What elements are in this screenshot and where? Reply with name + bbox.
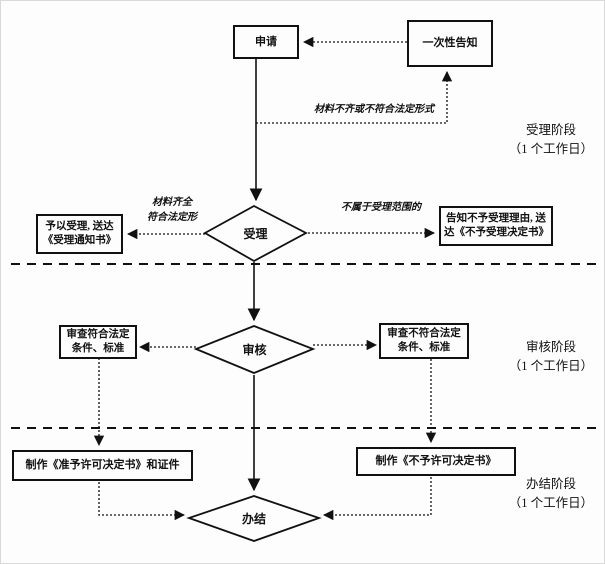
stage-label-acceptance: 受理阶段 （1 个工作日） (501, 121, 601, 159)
stage-acceptance-name: 受理阶段 (525, 123, 576, 137)
review-pass-box: 审查符合法定条件、标准 (59, 325, 137, 359)
stage-completion-duration: （1 个工作日） (508, 495, 594, 510)
one-time-notice-box: 一次性告知 (407, 20, 493, 67)
review-diamond-shape (193, 325, 316, 374)
dotted-flow-lines (93, 36, 453, 521)
edge-label-out-of-scope: 不属于受理范围的 (341, 202, 421, 213)
review-fail-box: 审查不符合法定条件、标准 (379, 323, 469, 359)
accept-diamond-shape (203, 204, 308, 263)
accept-result-box: 予以受理, 送达《受理通知书》 (36, 214, 123, 254)
stage-review-name: 审核阶段 (525, 340, 576, 354)
stage-acceptance-duration: （1 个工作日） (508, 141, 594, 156)
finish-diamond-shape (186, 495, 322, 542)
stage-review-duration: （1 个工作日） (508, 358, 594, 373)
edge-label-materials-complete: 材料齐全 符合法定形 (136, 195, 208, 225)
apply-box: 申请 (233, 25, 299, 59)
stage-completion-name: 办结阶段 (525, 477, 576, 491)
stage-label-completion: 办结阶段 （1 个工作日） (501, 475, 601, 513)
edge-label-materials-incomplete: 材料不齐或不符合法定形式 (314, 104, 434, 115)
edge-label-materials-complete-line1: 材料齐全 (152, 197, 192, 208)
stage-divider-lines (11, 263, 599, 429)
make-permit-box: 制作《准予许可决定书》和证件 (12, 450, 193, 481)
stage-label-review: 审核阶段 （1 个工作日） (501, 338, 601, 376)
make-denial-box: 制作《不予许可决定书》 (356, 447, 516, 476)
edge-label-materials-complete-line2: 符合法定形 (147, 212, 197, 223)
solid-flow-lines (247, 59, 263, 492)
reject-result-box: 告知不予受理理由, 送达《不予受理决定书》 (439, 206, 553, 246)
decision-diamonds (186, 204, 322, 542)
